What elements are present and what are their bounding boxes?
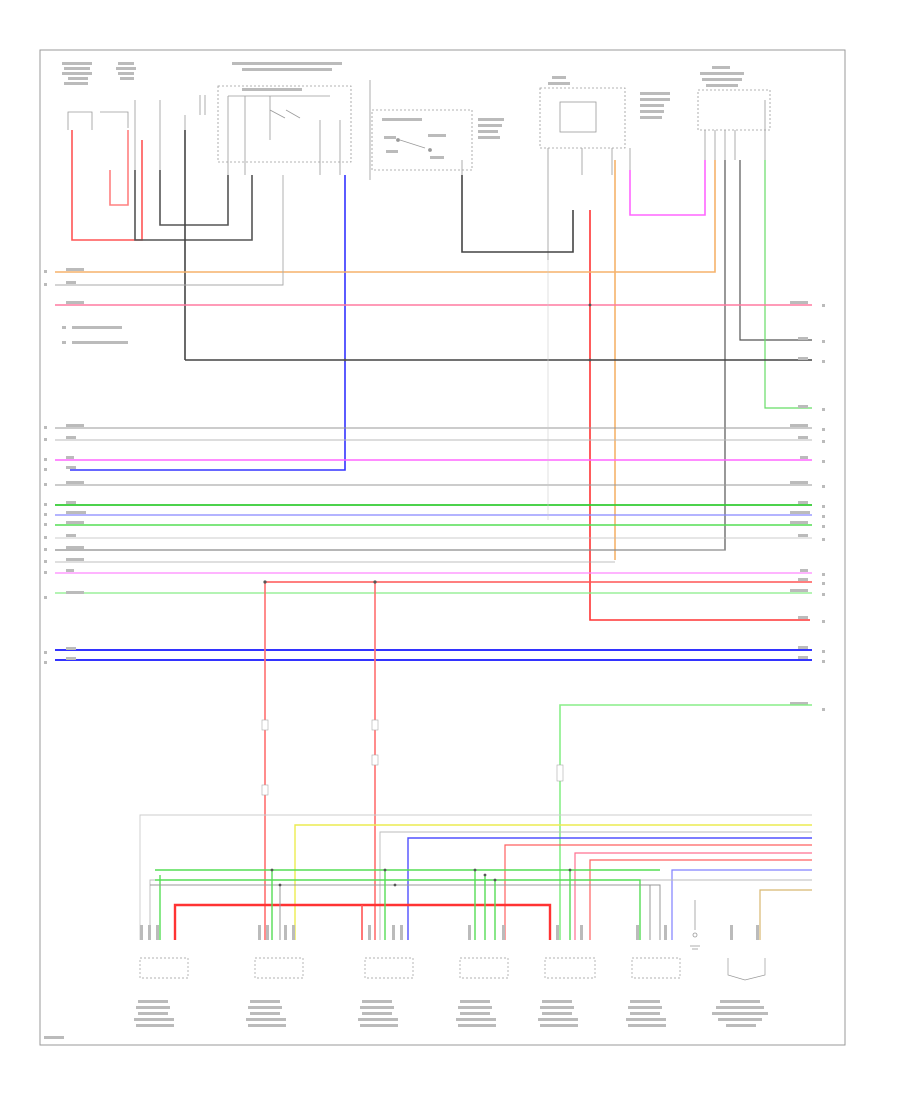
green-drop [559, 704, 812, 940]
black-loop-wire-2 [159, 170, 229, 226]
red-loop-wire [71, 130, 143, 241]
sensor-7 [727, 958, 766, 981]
inline-connectors [261, 719, 564, 796]
horizontal-bus [55, 304, 812, 661]
gray-feeder [139, 814, 812, 940]
sensor-4 [459, 957, 509, 979]
red-feeder [504, 844, 812, 940]
top-right-relay-labels [548, 76, 670, 119]
page-reference-mark [44, 1036, 64, 1039]
top-left-labels [62, 62, 342, 91]
blue-wire [70, 175, 346, 471]
black-loop-wire [134, 170, 253, 241]
pink-relay-wire [629, 160, 706, 216]
bottom-sensors [139, 900, 766, 981]
black-right-wire [739, 160, 812, 341]
legend-note [62, 326, 128, 344]
switch-icon [692, 900, 698, 938]
sensor-2 [254, 957, 304, 979]
top-center-switch-box [369, 80, 473, 252]
top-right-sensor-labels [700, 66, 744, 87]
red-loop-wire-2 [109, 130, 129, 206]
top-right-sensor [697, 89, 771, 160]
junction-dots [263, 303, 592, 887]
lightblue-feeder [671, 869, 812, 940]
sensor-3 [364, 957, 414, 979]
sensor-1 [139, 957, 189, 979]
gray-switch-wire [55, 175, 284, 286]
red-feeder-2 [589, 859, 812, 940]
gray-feeder-2 [149, 879, 812, 940]
sensor-5 [544, 957, 596, 979]
ground-icon [690, 945, 700, 950]
center-black-wire [461, 175, 574, 253]
tan-feeder [759, 889, 812, 940]
top-left-switch-group [67, 85, 352, 175]
top-wires [55, 130, 812, 621]
yellow-feeder [294, 824, 812, 940]
lightgray-feeder [379, 831, 812, 940]
right-connector-refs [790, 301, 825, 711]
left-connector-refs [44, 268, 86, 664]
lower-wires [139, 582, 812, 940]
pink-feeder [574, 852, 812, 940]
top-center-labels [382, 118, 504, 159]
green-low-2 [155, 879, 641, 940]
sensor-6 [631, 957, 681, 979]
orange-sensor-wire [55, 160, 716, 273]
gray-low [150, 884, 661, 940]
green-right-wire [764, 160, 812, 409]
bottom-captions [134, 1000, 768, 1027]
sensor-pin-marks [140, 925, 759, 940]
red-vertical-wire [589, 210, 810, 621]
diagram-frame [39, 49, 846, 1046]
black-right-wire-2 [55, 160, 726, 551]
top-right-relay [539, 87, 631, 260]
